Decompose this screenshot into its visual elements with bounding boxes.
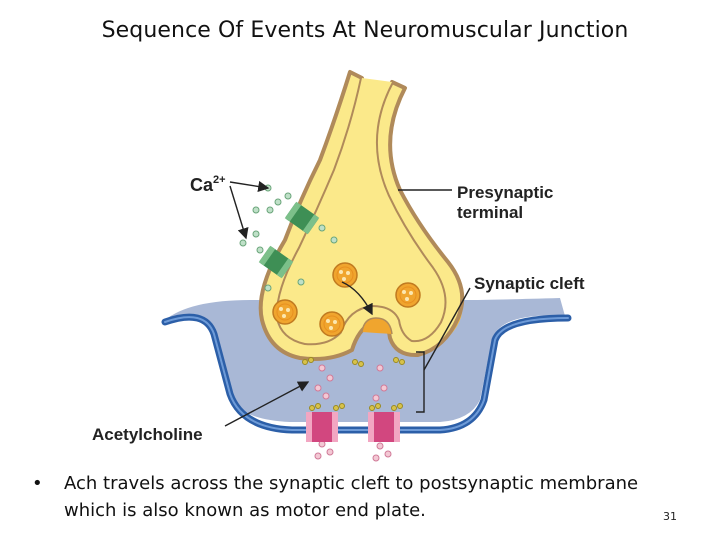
vesicle (272, 299, 298, 325)
calcium-label: Ca2+ (190, 174, 226, 195)
slide-title: Sequence Of Events At Neuromuscular Junc… (101, 18, 629, 43)
vesicle (319, 311, 345, 337)
bullet-line-1: Ach travels across the synaptic cleft to… (64, 473, 639, 494)
bullet-symbol: • (32, 473, 43, 494)
synaptic-cleft-label: Synaptic cleft (474, 274, 585, 293)
presynaptic-label-line2: terminal (457, 203, 524, 222)
acetylcholine-molecules (302, 357, 405, 462)
page-number: 31 (663, 510, 677, 523)
vesicle-arrow (341, 281, 373, 316)
synaptic-vesicles (272, 262, 421, 337)
ach-leader (224, 381, 310, 427)
vesicle (395, 282, 421, 308)
presynaptic-label-line1: Presynaptic (457, 183, 554, 202)
bullet-point: • Ach travels across the synaptic cleft t… (32, 470, 692, 524)
calcium-channel-lower (258, 245, 294, 279)
vesicle (332, 262, 358, 288)
cleft-bracket (416, 351, 425, 413)
acetylcholine-label: Acetylcholine (92, 425, 203, 444)
ach-receptor-left (306, 412, 338, 442)
docking-vesicle (361, 317, 393, 335)
cleft-leader (423, 287, 471, 371)
calcium-ions (239, 184, 338, 292)
presynaptic-terminal-label: Presynaptic terminal (457, 183, 553, 223)
calcium-leader-2 (229, 185, 249, 240)
ach-receptor-right (368, 412, 400, 442)
calcium-leader-1 (229, 180, 270, 193)
calcium-channel-upper (284, 201, 320, 235)
bullet-line-2: which is also known as motor end plate. (64, 500, 426, 521)
